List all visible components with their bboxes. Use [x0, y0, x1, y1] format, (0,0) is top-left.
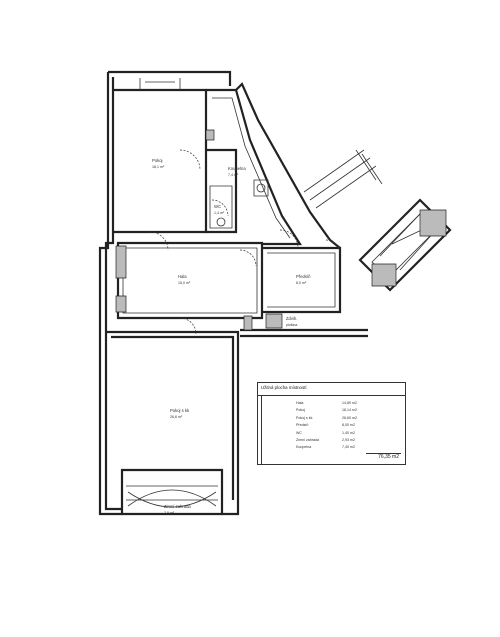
room-label-sklad: Zdvih. — [286, 316, 297, 321]
room-area-sklad: plošina — [286, 323, 297, 327]
area-table-margin-line — [261, 395, 262, 464]
room-label-pokoj-2: Pokoj s kk — [170, 408, 190, 413]
room-area-koupelna: 7,4 m² — [228, 173, 239, 177]
room-area-pokoj-2: 26,6 m² — [170, 415, 183, 419]
room-labels: Pokoj 18,1 m² Koupelna 7,4 m² WC 1,4 m² … — [152, 158, 311, 515]
exterior-walls — [98, 70, 452, 516]
room-label-zimni-zahrada: Zimní zahrada — [164, 504, 191, 509]
room-label-hala: Hala — [178, 274, 187, 279]
room-area-hala: 15,0 m² — [178, 281, 191, 285]
doors — [149, 149, 341, 335]
room-label-wc: WC — [214, 204, 221, 209]
room-label-predsin: Předsíň — [296, 274, 311, 279]
room-label-koupelna: Koupelna — [228, 166, 246, 171]
area-table-sum-line — [366, 453, 401, 454]
room-area-pokoj-1: 18,1 m² — [152, 165, 165, 169]
area-table-title: Užitná plocha místností — [261, 385, 307, 390]
fixtures — [216, 179, 283, 329]
room-area-zimni-zahrada: 2,9 m² — [164, 511, 175, 515]
room-area-wc: 1,4 m² — [214, 211, 225, 215]
room-area-predsin: 8,0 m² — [296, 281, 307, 285]
room-label-pokoj-1: Pokoj — [152, 158, 163, 163]
area-table-total: 76,35 m2 — [378, 454, 399, 460]
area-table-divider — [258, 395, 405, 396]
